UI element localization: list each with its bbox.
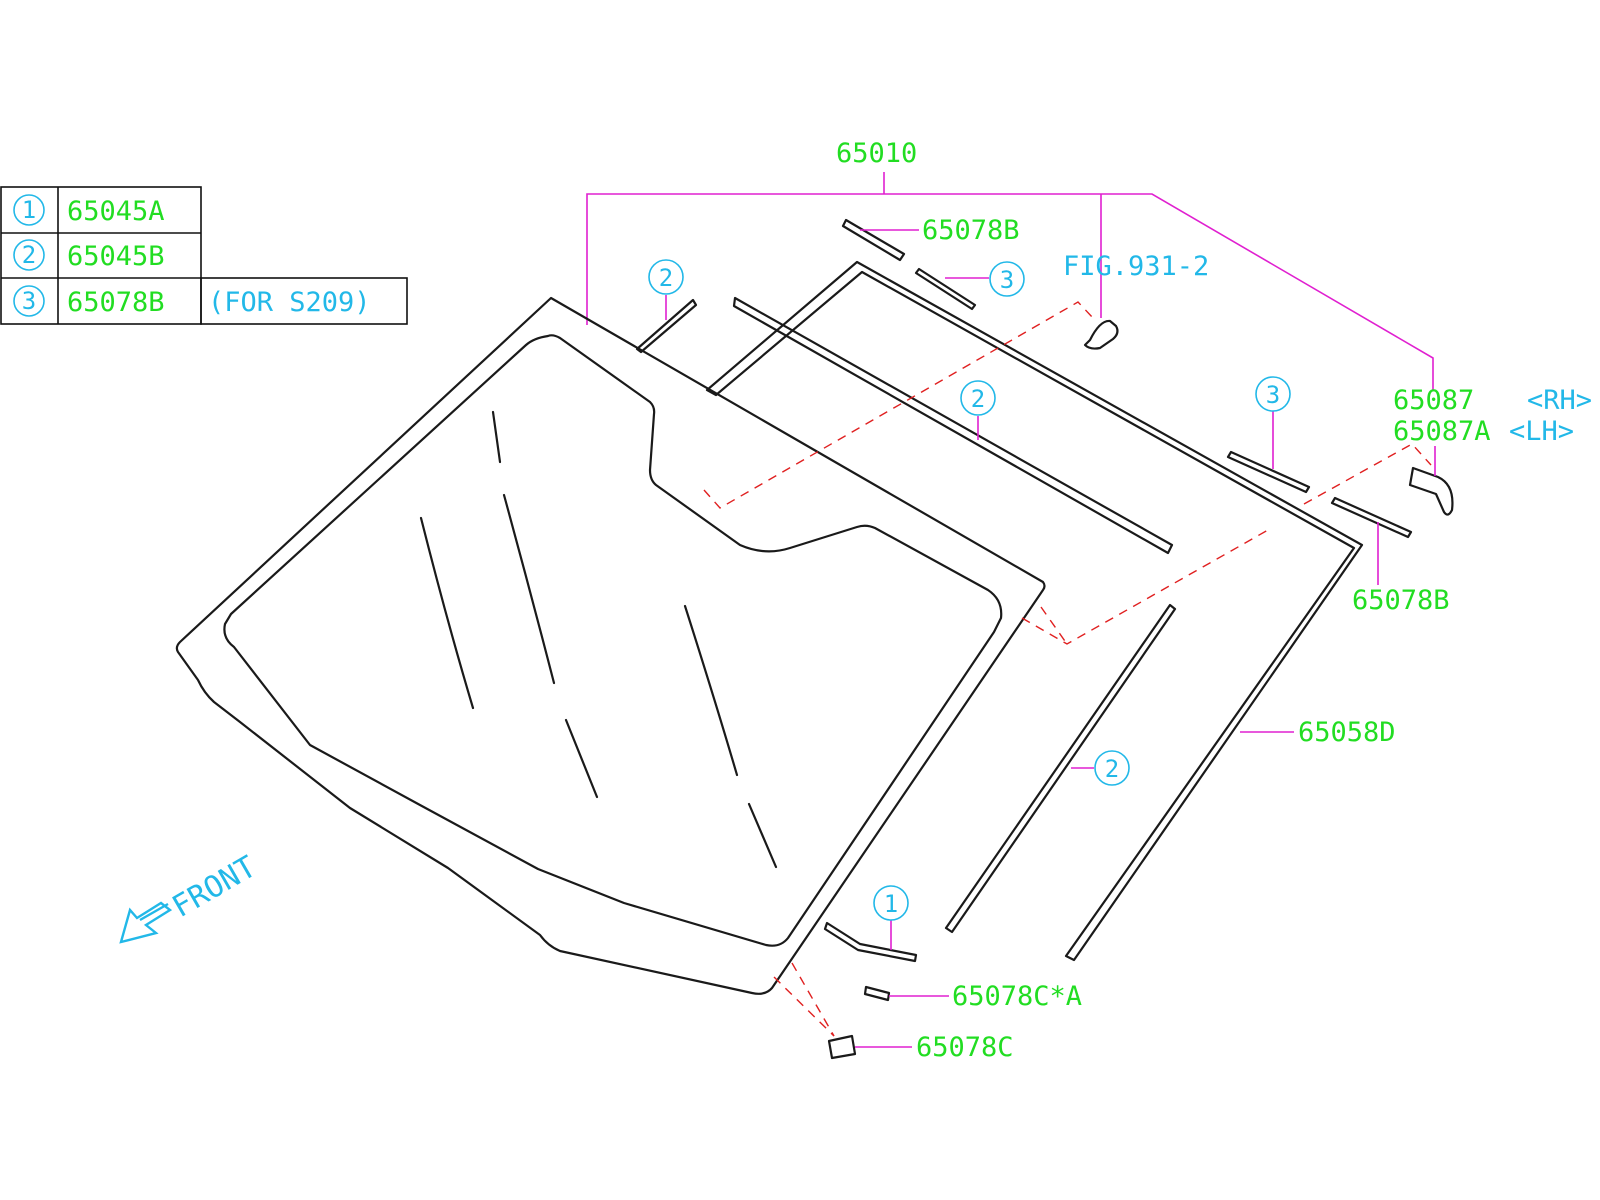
strip-3-top [914, 267, 977, 311]
legend-row-3: 3 65078B (FOR S209) [13, 285, 371, 318]
callout-2: 2 [1105, 755, 1119, 783]
windshield-glass [175, 296, 1046, 995]
molding-top-edge [705, 260, 1364, 962]
strip-1-bottom [823, 921, 918, 963]
label-65078c: 65078C [916, 1032, 1014, 1063]
molding-65058d: 65058D [705, 260, 1396, 962]
label-rh: <RH> [1527, 385, 1592, 416]
callout-2: 2 [659, 264, 673, 292]
callout-1: 1 [884, 890, 898, 918]
mirror-bracket [1083, 319, 1119, 350]
front-indicator: FRONT [119, 849, 263, 944]
clip-65078c-a [863, 985, 891, 1002]
reflection-line [419, 516, 475, 710]
legend-num: 3 [22, 287, 36, 315]
front-arrow-icon [119, 901, 173, 944]
legend-note: (FOR S209) [208, 287, 371, 318]
reflection-line [491, 410, 502, 464]
strip-2-upper-left [635, 298, 698, 354]
part-labels: 65078B FIG.931-2 65087 <RH> 65087A <LH> … [855, 215, 1592, 1063]
callout-3: 3 [1000, 266, 1014, 294]
label-fig-931-2: FIG.931-2 [1063, 251, 1209, 282]
callouts: 2 2 2 3 3 1 [648, 259, 1291, 950]
label-65087a: 65087A [1393, 416, 1491, 447]
clip-65078c [827, 1034, 857, 1060]
hidden-lines [703, 301, 1432, 1037]
reflection-line [564, 718, 599, 799]
legend-row-2: 2 65045B [13, 239, 165, 272]
legend-part: 65078B [67, 287, 165, 318]
legend-part: 65045B [67, 241, 165, 272]
callout-3: 3 [1266, 381, 1280, 409]
front-arrow-icon [139, 902, 169, 922]
label-lh: <LH> [1509, 416, 1574, 447]
label-front: FRONT [167, 849, 263, 924]
callout-2: 2 [971, 385, 985, 413]
windshield-inner-edge [223, 334, 1003, 947]
clips [827, 319, 1454, 1060]
leader-65010: 65010 [586, 138, 1434, 390]
molding-strips [635, 218, 1413, 963]
reflection-line [747, 802, 778, 869]
label-65078b-right: 65078B [1352, 585, 1450, 616]
label-65010: 65010 [836, 138, 917, 169]
label-65078b-top: 65078B [922, 215, 1020, 246]
windshield-outer-edge [175, 296, 1046, 995]
strip-2-right-long [944, 603, 1177, 934]
legend-num: 1 [22, 196, 36, 224]
legend-part: 65045A [67, 196, 165, 227]
legend-num: 2 [22, 241, 36, 269]
strip-65078b-right [1330, 496, 1413, 539]
label-65078c-a: 65078C*A [952, 981, 1082, 1012]
reflection-line [683, 604, 739, 777]
strip-3-right [1226, 450, 1311, 494]
label-65087: 65087 [1393, 385, 1474, 416]
strip-2-top-long [732, 296, 1174, 555]
bracket-65087 [1408, 466, 1454, 516]
strip-65078b-top [841, 218, 906, 262]
legend-table: 1 65045A 2 65045B 3 65078B (FOR S209) [0, 186, 408, 325]
legend-row-1: 1 65045A [13, 194, 165, 227]
label-65058d: 65058D [1298, 717, 1396, 748]
reflection-line [502, 493, 556, 685]
